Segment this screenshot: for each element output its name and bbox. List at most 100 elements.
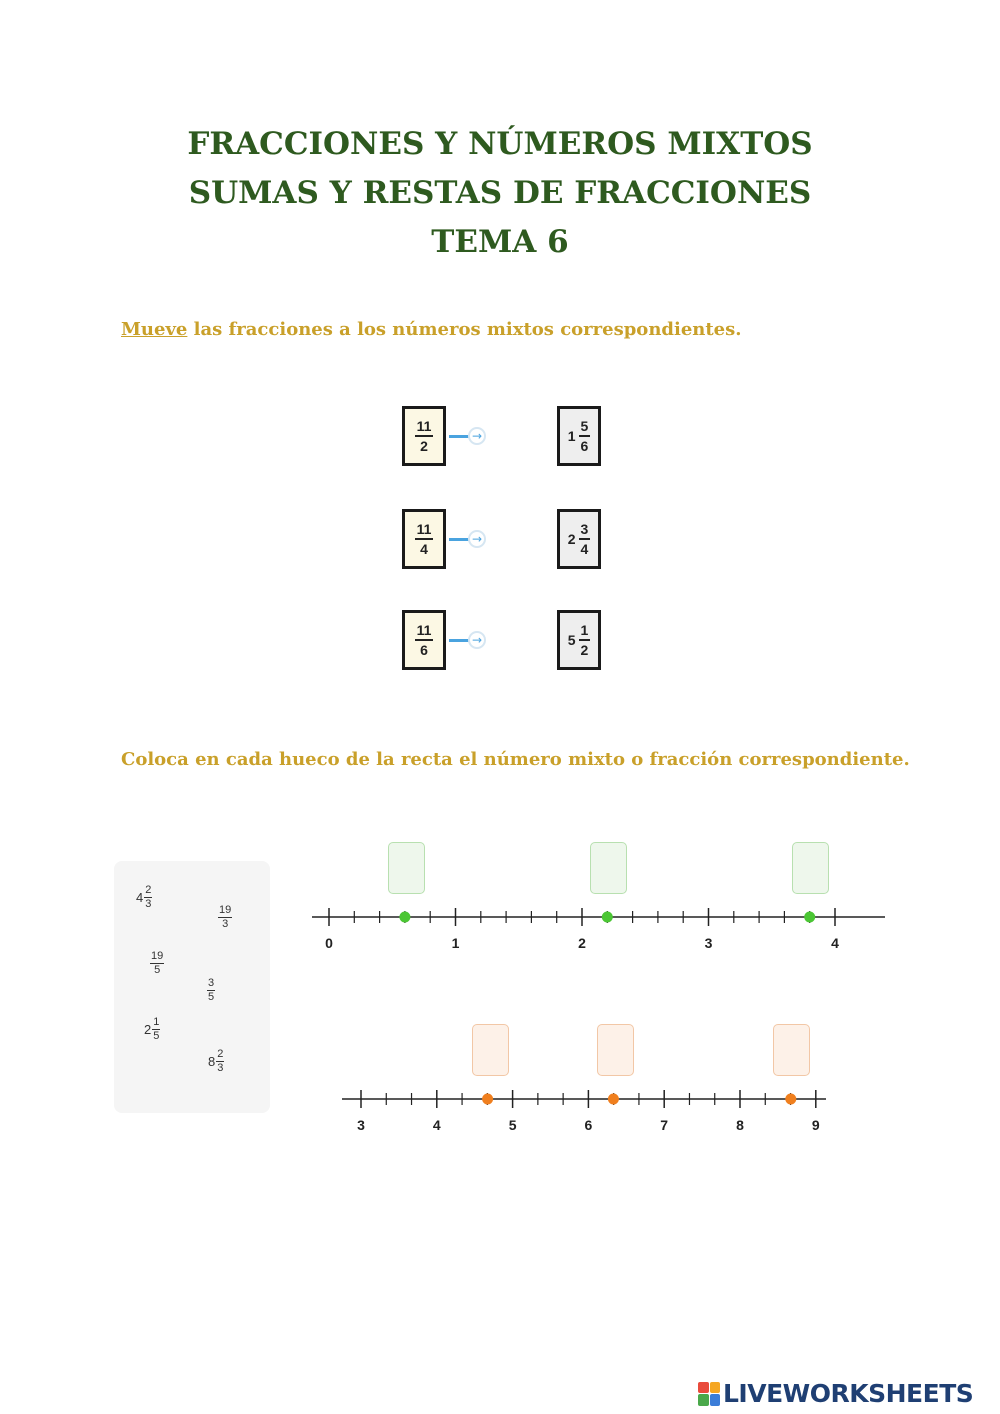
numerator: 3 <box>207 977 216 991</box>
logo-tile <box>698 1394 709 1406</box>
numerator: 11 <box>414 419 434 437</box>
target-mixed-number-card[interactable]: 5 1 2 <box>557 610 601 670</box>
fraction: 11 4 <box>414 522 434 556</box>
point-marker <box>785 1093 797 1105</box>
point-marker <box>607 1093 619 1105</box>
tick-label: 9 <box>812 1117 820 1133</box>
denominator: 5 <box>154 964 161 976</box>
point-marker <box>804 911 816 923</box>
connector-line <box>449 435 469 438</box>
denominator: 3 <box>217 1062 224 1074</box>
denominator: 2 <box>420 438 428 454</box>
point-marker <box>482 1093 494 1105</box>
point-marker <box>601 911 613 923</box>
whole-part: 4 <box>136 890 144 905</box>
numerator: 19 <box>150 950 165 964</box>
tick-label: 6 <box>585 1117 593 1133</box>
connector-line <box>449 538 469 541</box>
denominator: 3 <box>145 898 152 910</box>
logo-tile <box>709 1394 720 1406</box>
point-marker <box>399 911 411 923</box>
denominator: 3 <box>222 918 229 930</box>
instruction-text: las fracciones a los números mixtos corr… <box>187 319 742 340</box>
whole-part: 8 <box>208 1054 216 1069</box>
tick-label: 7 <box>660 1117 668 1133</box>
drop-zone[interactable] <box>773 1024 810 1076</box>
numerator: 19 <box>218 904 233 918</box>
source-fraction-card[interactable]: 11 2 <box>402 406 446 466</box>
drop-zone[interactable] <box>472 1024 509 1076</box>
number-line-3-to-9: 3 4 5 6 7 8 9 <box>342 1090 826 1133</box>
numerator: 1 <box>152 1016 161 1030</box>
denominator: 6 <box>580 438 589 454</box>
fraction: 1 2 <box>578 623 591 658</box>
instruction-verb: Mueve <box>121 319 188 340</box>
arrow-right-icon[interactable]: → <box>468 427 486 445</box>
target-mixed-number-card[interactable]: 1 5 6 <box>557 406 601 466</box>
page-title: FRACCIONES Y NÚMEROS MIXTOS SUMAS Y REST… <box>0 120 1000 267</box>
numerator: 1 <box>578 623 591 641</box>
numerator: 2 <box>144 884 153 898</box>
target-mixed-number-card[interactable]: 2 3 4 <box>557 509 601 569</box>
logo-tile <box>709 1381 720 1393</box>
denominator: 2 <box>580 642 589 658</box>
tick-label: 2 <box>578 935 586 951</box>
logo-mark-icon <box>698 1381 720 1406</box>
title-line-3: TEMA 6 <box>431 224 569 260</box>
title-line-1: FRACCIONES Y NÚMEROS MIXTOS <box>187 126 813 162</box>
arrow-right-icon[interactable]: → <box>468 530 486 548</box>
exercise2-instruction: Coloca en cada hueco de la recta el núme… <box>121 749 910 770</box>
tick-label: 4 <box>831 935 839 951</box>
drop-zone[interactable] <box>590 842 627 894</box>
fraction: 11 2 <box>414 419 434 454</box>
drop-zone[interactable] <box>597 1024 634 1076</box>
liveworksheets-logo: LIVEWORKSHEETS <box>698 1379 974 1408</box>
drop-zone[interactable] <box>388 842 425 894</box>
tick-label: 3 <box>357 1117 365 1133</box>
whole-part: 5 <box>567 632 576 648</box>
tick-label: 8 <box>736 1117 744 1133</box>
denominator: 5 <box>153 1030 160 1042</box>
denominator: 4 <box>580 541 589 557</box>
whole-part: 1 <box>567 428 576 444</box>
numerator: 2 <box>216 1048 225 1062</box>
whole-part: 2 <box>144 1022 152 1037</box>
source-fraction-card[interactable]: 11 4 <box>402 509 446 569</box>
exercise1-instruction: Mueve las fracciones a los números mixto… <box>121 319 742 340</box>
fraction: 5 6 <box>578 419 591 454</box>
numerator: 3 <box>578 522 591 540</box>
source-fraction-card[interactable]: 11 6 <box>402 610 446 670</box>
fraction: 3 4 <box>578 522 591 557</box>
logo-tile <box>698 1381 709 1393</box>
numerator: 11 <box>414 522 434 540</box>
numerator: 5 <box>578 419 591 437</box>
tick-label: 0 <box>325 935 333 951</box>
whole-part: 2 <box>567 531 576 547</box>
tick-label: 5 <box>509 1117 517 1133</box>
denominator: 5 <box>208 991 215 1003</box>
fraction: 11 6 <box>414 623 434 658</box>
drop-zone[interactable] <box>792 842 829 894</box>
denominator: 6 <box>420 642 428 658</box>
title-line-2: SUMAS Y RESTAS DE FRACCIONES <box>188 175 812 211</box>
brand-name: LIVEWORKSHEETS <box>723 1379 974 1408</box>
connector-line <box>449 639 469 642</box>
arrow-right-icon[interactable]: → <box>468 631 486 649</box>
tick-label: 3 <box>705 935 713 951</box>
tick-label: 4 <box>433 1117 441 1133</box>
numerator: 11 <box>414 623 434 641</box>
